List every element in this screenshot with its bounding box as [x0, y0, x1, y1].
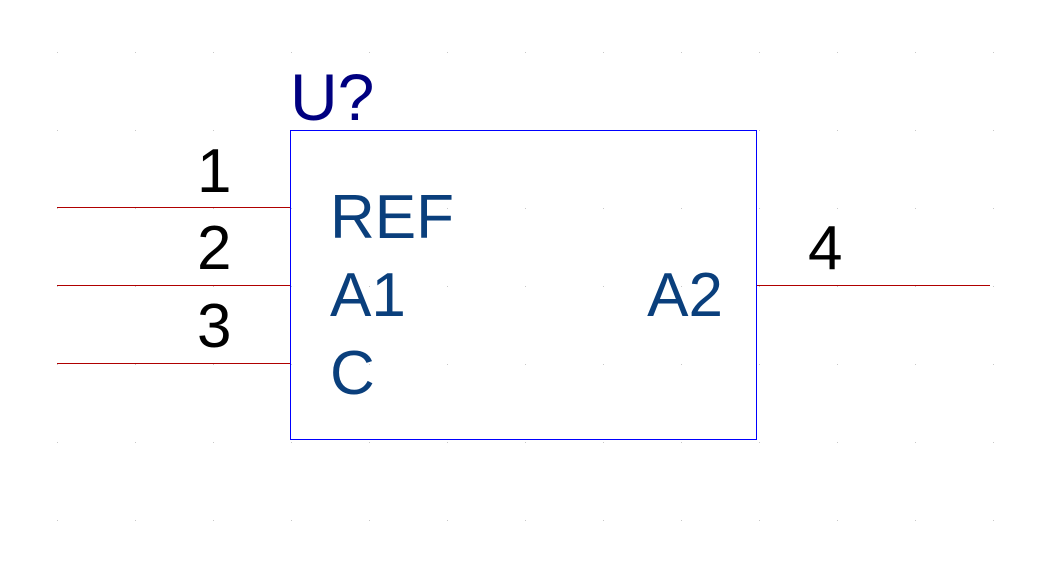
grid-dot — [603, 208, 604, 209]
pin-1-name: REF — [330, 183, 454, 252]
grid-dot — [213, 442, 214, 443]
grid-dot — [915, 520, 916, 521]
grid-dot — [837, 520, 838, 521]
grid-dot — [57, 286, 58, 287]
grid-dot — [369, 364, 370, 365]
grid-dot — [759, 364, 760, 365]
component-designator[interactable]: U? — [290, 60, 374, 134]
grid-dot — [213, 286, 214, 287]
grid-dot — [525, 442, 526, 443]
grid-dot — [369, 520, 370, 521]
grid-dot — [447, 442, 448, 443]
grid-dot — [681, 364, 682, 365]
grid-dot — [135, 208, 136, 209]
pin-2-number: 2 — [197, 214, 231, 283]
grid-dot — [57, 52, 58, 53]
grid-dot — [291, 520, 292, 521]
grid-dot — [681, 52, 682, 53]
grid-dot — [291, 286, 292, 287]
grid-dot — [837, 286, 838, 287]
grid-dot — [57, 364, 58, 365]
grid-dot — [213, 130, 214, 131]
grid-dot — [915, 442, 916, 443]
grid-dot — [213, 52, 214, 53]
grid-dot — [291, 52, 292, 53]
grid-dot — [525, 520, 526, 521]
grid-dot — [135, 52, 136, 53]
grid-dot — [759, 52, 760, 53]
grid-dot — [681, 520, 682, 521]
grid-dot — [993, 520, 994, 521]
grid-dot — [135, 286, 136, 287]
grid-dot — [915, 130, 916, 131]
grid-dot — [915, 286, 916, 287]
grid-dot — [135, 442, 136, 443]
grid-dot — [837, 442, 838, 443]
grid-dot — [915, 52, 916, 53]
grid-dot — [525, 286, 526, 287]
grid-dot — [213, 364, 214, 365]
grid-dot — [993, 286, 994, 287]
pin-4-name: A2 — [647, 261, 723, 330]
grid-dot — [993, 52, 994, 53]
pin-2-name: A1 — [330, 261, 406, 330]
grid-dot — [837, 52, 838, 53]
grid-dot — [759, 286, 760, 287]
grid-dot — [603, 442, 604, 443]
grid-dot — [447, 520, 448, 521]
grid-dot — [993, 130, 994, 131]
grid-dot — [603, 52, 604, 53]
grid-dot — [915, 364, 916, 365]
pin-1-number: 1 — [197, 137, 231, 206]
grid-dot — [681, 442, 682, 443]
grid-dot — [213, 520, 214, 521]
grid-dots — [57, 52, 994, 521]
grid-dot — [759, 208, 760, 209]
grid-dot — [369, 286, 370, 287]
grid-dot — [57, 442, 58, 443]
grid-dot — [135, 520, 136, 521]
pin-4-number: 4 — [808, 214, 842, 283]
grid-dot — [837, 130, 838, 131]
grid-dot — [759, 130, 760, 131]
grid-dot — [759, 520, 760, 521]
grid-dot — [681, 286, 682, 287]
pin-3-number: 3 — [197, 292, 231, 361]
grid-dot — [681, 208, 682, 209]
grid-dot — [525, 52, 526, 53]
grid-dot — [837, 364, 838, 365]
grid-dot — [291, 364, 292, 365]
grid-dot — [993, 208, 994, 209]
grid-dot — [759, 442, 760, 443]
grid-dot — [525, 208, 526, 209]
grid-dot — [447, 52, 448, 53]
grid-dot — [447, 286, 448, 287]
grid-dot — [369, 52, 370, 53]
grid-dot — [603, 364, 604, 365]
grid-dot — [213, 208, 214, 209]
pin-3-name: C — [330, 339, 375, 408]
grid-dot — [57, 520, 58, 521]
grid-dot — [993, 442, 994, 443]
grid-dot — [369, 442, 370, 443]
component-body[interactable] — [290, 130, 757, 440]
grid-dot — [915, 208, 916, 209]
grid-dot — [447, 208, 448, 209]
grid-dot — [603, 286, 604, 287]
grid-dot — [291, 208, 292, 209]
grid-dot — [57, 130, 58, 131]
grid-dot — [447, 364, 448, 365]
grid-dot — [291, 442, 292, 443]
grid-dot — [837, 208, 838, 209]
grid-dot — [993, 364, 994, 365]
grid-dot — [135, 130, 136, 131]
grid-dot — [525, 364, 526, 365]
grid-dot — [369, 208, 370, 209]
grid-dot — [603, 520, 604, 521]
grid-dot — [135, 364, 136, 365]
grid-dot — [57, 208, 58, 209]
